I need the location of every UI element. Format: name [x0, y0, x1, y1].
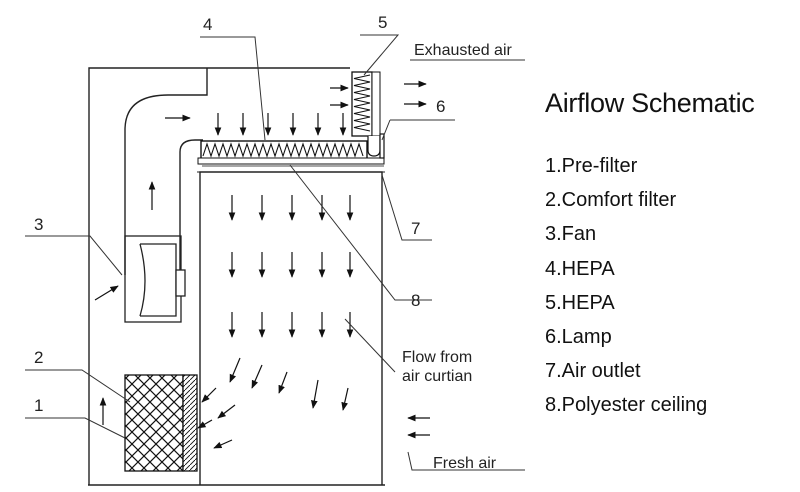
air-curtain-label: air curtian: [402, 368, 472, 385]
airflow-arrow: [251, 364, 263, 389]
callout-labels: 1 2 3 4 5 6 7 8: [34, 13, 445, 415]
cabinet-outline: [88, 67, 385, 486]
exhausted-air-label: Exhausted air: [414, 42, 513, 59]
fan: [124, 235, 186, 323]
legend-list: 1.Pre-filter 2.Comfort filter 3.Fan 4.HE…: [545, 149, 795, 423]
legend-title: Airflow Schematic: [545, 88, 755, 118]
comfort-filter: [124, 374, 184, 472]
callout-5: 5: [378, 13, 387, 32]
airflow-arrow: [311, 379, 319, 409]
callout-2: 2: [34, 348, 43, 367]
leader-lines: [25, 34, 525, 471]
legend-item-hepa-exhaust: 5.HEPA: [545, 291, 615, 314]
fresh-air-label: Fresh air: [433, 455, 497, 472]
pre-filter: [182, 374, 198, 472]
legend-item-hepa-main: 4.HEPA: [545, 257, 615, 280]
airflow-arrow: [341, 387, 349, 411]
flow-from-label: Flow from: [402, 349, 472, 366]
airflow-arrow: [201, 387, 217, 403]
airflow-arrow: [197, 419, 213, 429]
airflow-arrows: [94, 80, 430, 449]
legend-item-polyester-ceiling: 8.Polyester ceiling: [545, 394, 708, 417]
hepa-exhaust: [351, 71, 381, 137]
legend-item-pre-filter: 1.Pre-filter: [545, 155, 638, 177]
legend-item-comfort-filter: 2.Comfort filter: [545, 189, 677, 212]
airflow-arrow: [94, 285, 119, 301]
airflow-arrow: [213, 439, 233, 449]
airflow-arrow: [278, 371, 288, 394]
airflow-arrow: [217, 404, 236, 419]
callout-3: 3: [34, 215, 43, 234]
callout-8: 8: [411, 291, 420, 310]
lamp: [367, 133, 385, 159]
legend-item-fan: 3.Fan: [545, 223, 597, 246]
callout-7: 7: [411, 219, 420, 238]
legend-item-air-outlet: 7.Air outlet: [545, 360, 641, 383]
legend: Airflow Schematic 1.Pre-filter 2.Comfort…: [545, 88, 795, 423]
legend-item-lamp: 6.Lamp: [545, 325, 612, 348]
flow-notes: Exhausted air Flow from air curtian Fres…: [402, 42, 513, 472]
callout-4: 4: [203, 15, 212, 34]
hepa-main: [197, 140, 385, 167]
callout-6: 6: [436, 97, 445, 116]
airflow-arrow: [229, 357, 241, 383]
callout-1: 1: [34, 396, 43, 415]
